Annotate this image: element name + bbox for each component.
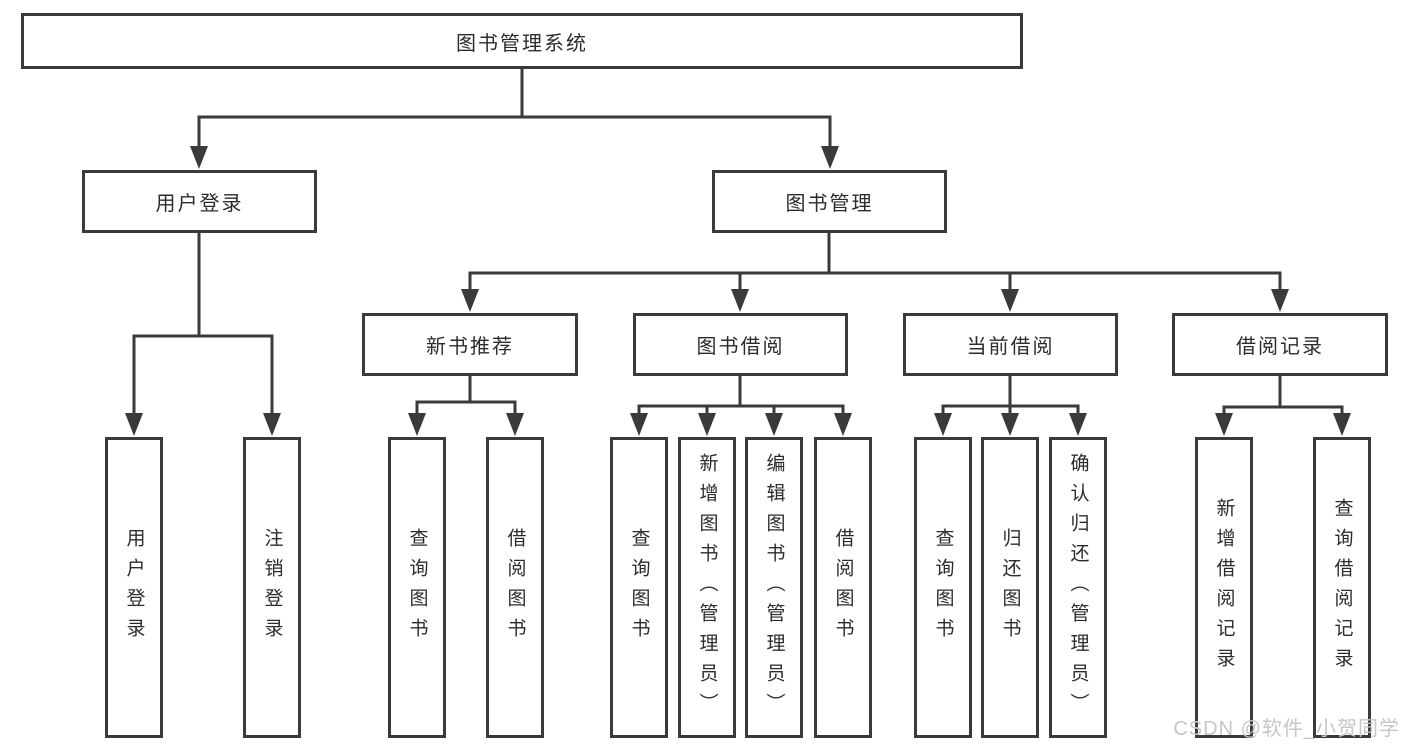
node-book-borrow: 图书借阅 <box>633 313 848 376</box>
node-label: 编辑图书（管理员） <box>763 452 785 723</box>
node-leaf-bb-query-books: 查询图书 <box>610 437 668 738</box>
node-leaf-cb-return-books: 归还图书 <box>981 437 1039 738</box>
node-leaf-nbr-query-books: 查询图书 <box>388 437 446 738</box>
node-leaf-bb-add-books: 新增图书（管理员） <box>678 437 736 738</box>
node-label: 新书推荐 <box>426 336 514 358</box>
node-label: 查询借阅记录 <box>1331 497 1353 678</box>
connector-root-to-level2 <box>197 69 832 149</box>
node-leaf-user-login: 用户登录 <box>105 437 163 738</box>
node-leaf-bb-edit-books: 编辑图书（管理员） <box>745 437 803 738</box>
node-new-book-recommend: 新书推荐 <box>362 313 578 376</box>
node-book-management: 图书管理 <box>712 170 947 233</box>
csdn-watermark: CSDN @软件_小贺同学 <box>1173 718 1400 740</box>
connector-bookborrow-to-leaves <box>637 376 845 416</box>
node-label: 查询图书 <box>628 527 650 648</box>
node-label: 归还图书 <box>999 527 1021 648</box>
node-label: 查询图书 <box>406 527 428 648</box>
node-leaf-br-add-record: 新增借阅记录 <box>1195 437 1253 738</box>
connector-borrowrecords-to-leaves <box>1222 376 1344 416</box>
node-label: 图书借阅 <box>696 336 785 358</box>
node-current-borrow: 当前借阅 <box>903 313 1118 376</box>
node-label: 借阅图书 <box>504 527 526 648</box>
node-label: 图书管理系统 <box>456 32 588 55</box>
node-label: 当前借阅 <box>966 336 1055 358</box>
connector-newbookrec-to-leaves <box>415 376 517 416</box>
node-label: 用户登录 <box>155 193 244 215</box>
node-root: 图书管理系统 <box>21 13 1023 69</box>
node-label: 借阅图书 <box>832 527 854 648</box>
connector-bookmgmt-to-level3 <box>468 233 1282 292</box>
connector-currentborrow-to-leaves <box>941 376 1080 416</box>
node-leaf-logout: 注销登录 <box>243 437 301 738</box>
node-label: 图书管理 <box>785 193 874 215</box>
connector-login-to-leaves <box>132 233 274 416</box>
node-label: 确认归还（管理员） <box>1067 452 1089 723</box>
node-leaf-nbr-borrow-books: 借阅图书 <box>486 437 544 738</box>
node-leaf-br-query-record: 查询借阅记录 <box>1313 437 1371 738</box>
node-label: 新增借阅记录 <box>1213 497 1235 678</box>
node-leaf-cb-query-books: 查询图书 <box>914 437 972 738</box>
node-label: 注销登录 <box>261 527 283 648</box>
node-leaf-cb-confirm-return: 确认归还（管理员） <box>1049 437 1107 738</box>
node-label: 查询图书 <box>932 527 954 648</box>
node-user-login-branch: 用户登录 <box>82 170 317 233</box>
node-label: 新增图书（管理员） <box>696 452 718 723</box>
node-leaf-bb-borrow-books: 借阅图书 <box>814 437 872 738</box>
node-borrow-records: 借阅记录 <box>1172 313 1388 376</box>
node-label: 用户登录 <box>123 527 145 648</box>
node-label: 借阅记录 <box>1236 336 1324 358</box>
